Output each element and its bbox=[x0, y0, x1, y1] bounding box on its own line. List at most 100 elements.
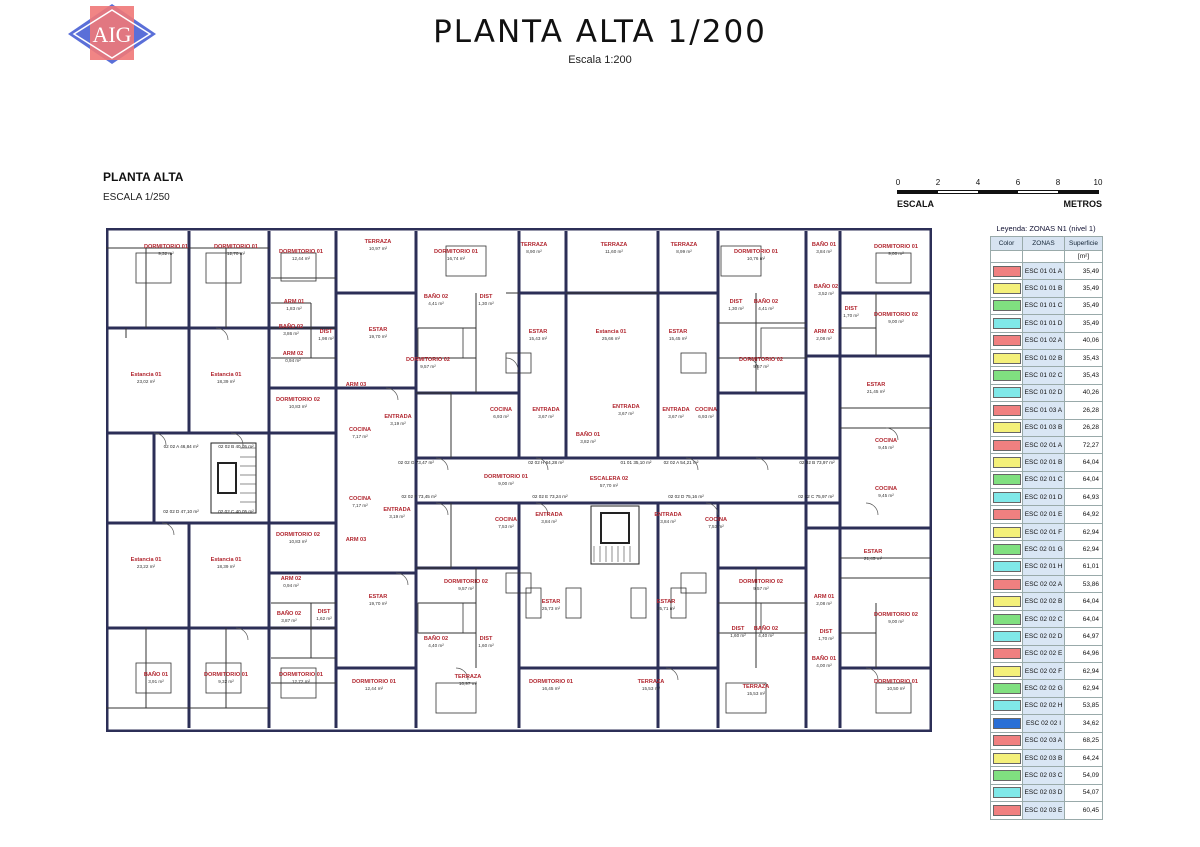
lift-shaft-center bbox=[600, 512, 630, 544]
room-area-label: 1,62 m² bbox=[316, 616, 332, 621]
legend-color-swatch bbox=[992, 404, 1021, 416]
legend-color-swatch bbox=[992, 439, 1021, 451]
legend-color-swatch bbox=[992, 770, 1021, 782]
door-swing-icon bbox=[153, 432, 167, 446]
room-area-label: 2,08 m² bbox=[816, 336, 832, 341]
legend-zone-name: ESC 02 01 G bbox=[1022, 540, 1065, 559]
room-area-label: 7,17 m² bbox=[352, 434, 368, 439]
room-name-label: ARM 02 bbox=[814, 329, 835, 335]
room-area-label: 1,60 m² bbox=[478, 643, 494, 648]
room-name-label: ESTAR bbox=[369, 594, 388, 600]
legend-zone-name: ESC 02 03 D bbox=[1022, 783, 1065, 803]
room-area-label: 16,45 m² bbox=[542, 686, 561, 691]
legend-zone-area: 35,43 bbox=[1064, 366, 1103, 385]
legend-color-swatch bbox=[992, 422, 1021, 434]
legend-swatch-cell bbox=[990, 366, 1023, 385]
legend-header-zone: ZONAS bbox=[1022, 236, 1065, 251]
legend-swatch-cell bbox=[990, 488, 1023, 507]
legend-color-swatch bbox=[992, 456, 1021, 468]
door-swing-icon bbox=[161, 522, 175, 536]
legend-color-swatch bbox=[992, 804, 1021, 816]
room-area-label: 3,91 m² bbox=[148, 679, 164, 684]
room-area-label: 4,40 m² bbox=[758, 633, 774, 638]
room-name-label: DORMITORIO 02 bbox=[739, 357, 783, 363]
door-swing-icon bbox=[385, 387, 399, 401]
legend-swatch-cell bbox=[990, 801, 1023, 820]
furniture-icon bbox=[435, 682, 477, 714]
legend-zone-name: ESC 01 03 A bbox=[1022, 401, 1065, 420]
room-name-label: DIST bbox=[732, 626, 745, 632]
room-area-label: 1,83 m² bbox=[286, 306, 302, 311]
legend-color-swatch bbox=[992, 543, 1021, 555]
legend-swatch-cell bbox=[990, 679, 1023, 698]
room-area-label: 9,45 m² bbox=[878, 445, 894, 450]
room-area-label: 25,71 m² bbox=[657, 606, 676, 611]
scale-tick: 6 bbox=[1015, 178, 1021, 187]
legend-color-swatch bbox=[992, 387, 1021, 399]
legend-color-swatch bbox=[992, 596, 1021, 608]
room-name-label: BAÑO 02 bbox=[814, 283, 838, 290]
room-name-label: TERRAZA bbox=[365, 239, 392, 245]
room-area-label: 4,40 m² bbox=[428, 643, 444, 648]
room-name-label: ARM 01 bbox=[284, 299, 305, 305]
furniture-icon bbox=[505, 352, 532, 374]
furniture-icon bbox=[875, 252, 912, 284]
room-name-label: COCINA bbox=[490, 407, 512, 413]
legend-swatch-cell bbox=[990, 748, 1023, 768]
furniture-icon bbox=[135, 662, 172, 694]
door-swing-icon bbox=[455, 667, 469, 681]
furniture-icon bbox=[720, 245, 762, 277]
legend-zone-name: ESC 02 02 E bbox=[1022, 644, 1065, 663]
legend-swatch-cell bbox=[990, 435, 1023, 455]
furniture-icon bbox=[680, 352, 707, 374]
room-name-label: BAÑO 02 bbox=[754, 298, 778, 305]
legend-zone-name: ESC 01 01 B bbox=[1022, 279, 1065, 298]
door-swing-icon bbox=[235, 627, 249, 641]
section-title: PLANTA ALTA bbox=[103, 170, 184, 184]
room-area-label: 21,45 m² bbox=[867, 389, 886, 394]
room-name-label: ESTAR bbox=[657, 599, 676, 605]
legend-color-swatch bbox=[992, 648, 1021, 660]
furniture-icon bbox=[205, 252, 242, 284]
legend-zone-area: 64,24 bbox=[1064, 748, 1103, 768]
room-area-label: 9,57 m² bbox=[753, 364, 769, 369]
room-name-label: DORMITORIO 01 bbox=[279, 672, 323, 678]
door-swing-icon bbox=[685, 457, 699, 471]
legend-zone-area: 64,96 bbox=[1064, 644, 1103, 663]
door-swing-icon bbox=[535, 457, 549, 471]
legend-zone-area: 54,07 bbox=[1064, 783, 1103, 803]
legend-color-swatch bbox=[992, 352, 1021, 364]
legend-zone-name: ESC 02 03 A bbox=[1022, 731, 1065, 750]
legend-zone-name: ESC 01 02 D bbox=[1022, 383, 1065, 403]
legend-zone-area: 64,04 bbox=[1064, 609, 1103, 629]
room-area-label: 12,72 m² bbox=[292, 679, 311, 684]
room-area-label: 15,45 m² bbox=[669, 336, 688, 341]
room-name-label: BAÑO 01 bbox=[812, 655, 836, 662]
room-area-label: 12,44 m² bbox=[292, 256, 311, 261]
room-name-label: DIST bbox=[845, 306, 858, 312]
room-area-label: 3,82 m² bbox=[580, 439, 596, 444]
door-swing-icon bbox=[435, 457, 449, 471]
door-swing-icon bbox=[885, 427, 899, 441]
legend-zone-name: ESC 01 02 C bbox=[1022, 366, 1065, 385]
legend-zone-area: 35,49 bbox=[1064, 279, 1103, 298]
room-area-label: 15,53 m² bbox=[747, 691, 766, 696]
room-name-label: DORMITORIO 01 bbox=[484, 474, 528, 480]
room-area-label: 1,70 m² bbox=[843, 313, 859, 318]
room-area-label: 23,02 m² bbox=[137, 379, 156, 384]
room-area-label: 18,39 m² bbox=[217, 379, 236, 384]
legend-zone-area: 35,49 bbox=[1064, 296, 1103, 316]
room-area-label: 25,66 m² bbox=[602, 336, 621, 341]
